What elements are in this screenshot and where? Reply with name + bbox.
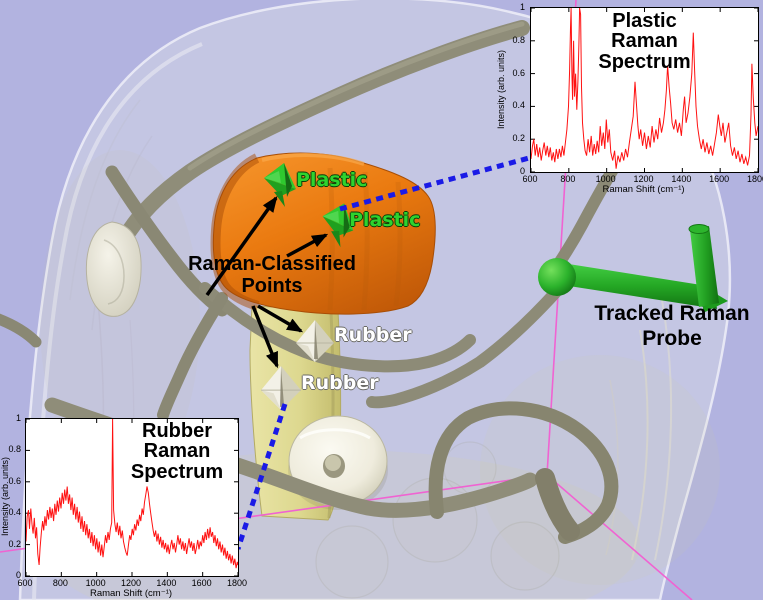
y-tick-label: 1	[15, 413, 21, 423]
callout-line-rubber	[235, 403, 288, 550]
x-axis-label: Raman Shift (cm⁻¹)	[89, 588, 173, 599]
y-axis-ticks: 0 0.2 0.4 0.6 0.8 1	[500, 2, 527, 176]
tracked-probe-label: Tracked Raman Probe	[594, 302, 750, 350]
plot-area: Rubber Raman Spectrum	[25, 418, 239, 577]
plot-area: Plastic Raman Spectrum	[530, 7, 759, 173]
y-tick-label: 0.6	[512, 67, 525, 78]
y-axis-ticks: 0 0.2 0.4 0.6 0.8 1	[4, 413, 23, 580]
plastic-point-label-1: Plastic	[296, 169, 368, 191]
classified-points-label: Raman-Classified Points	[188, 253, 356, 298]
spectrum-plot	[531, 8, 758, 172]
ear-structure	[85, 221, 142, 317]
spectrum-curve	[26, 419, 238, 569]
vessel-left-descender	[157, 292, 228, 421]
x-axis-ticks: 600 800 1000 1200 1400 1600 1800	[522, 172, 763, 184]
x-tick-label: 1400	[671, 174, 692, 184]
rubber-point-label-2: Rubber	[301, 372, 379, 394]
x-tick-label: 1200	[120, 578, 142, 588]
x-axis-label: Raman Shift (cm⁻¹)	[602, 184, 685, 195]
y-tick-label: 0.8	[8, 444, 21, 455]
x-tick-label: 600	[17, 578, 33, 588]
y-tick-label: 0	[519, 166, 525, 176]
spectrum-curve	[531, 8, 758, 169]
y-tick-label: 1	[519, 2, 525, 12]
x-tick-label: 1600	[709, 174, 730, 184]
vessel-posterior-arc	[428, 401, 619, 544]
probe-shaft	[556, 262, 717, 309]
plastic-point-label-2: Plastic	[349, 209, 421, 231]
raman-probe	[538, 224, 728, 313]
chart-title: Plastic Raman Spectrum	[598, 10, 691, 73]
y-tick-label: 0.8	[512, 34, 525, 45]
x-axis-ticks: 600 800 1000 1200 1400 1600 1800	[17, 576, 247, 588]
x-tick-label: 800	[560, 174, 576, 184]
x-tick-label: 1000	[595, 174, 616, 184]
vessel-superior-arc	[114, 20, 530, 250]
x-tick-label: 800	[52, 578, 68, 588]
arrow-to-plastic-1	[205, 196, 278, 297]
vessel-left-stub	[0, 313, 42, 348]
arrow-to-plastic-2	[286, 233, 329, 258]
y-tick-label: 0.6	[8, 475, 21, 486]
spectrum-plot	[26, 419, 238, 576]
y-tick-label: 0.4	[8, 507, 21, 518]
phantom-cylinder-orange	[210, 152, 436, 315]
x-tick-label: 1400	[156, 578, 177, 588]
callout-line-plastic	[339, 155, 530, 212]
x-tick-label: 1600	[191, 578, 212, 588]
vessel-right-lower	[366, 286, 562, 409]
arrow-to-rubber-2	[251, 305, 279, 369]
probe-sphere	[538, 258, 576, 296]
chart-title: Rubber Raman Spectrum	[130, 420, 224, 483]
y-tick-label: 0	[15, 570, 21, 580]
x-tick-label: 1200	[633, 174, 654, 184]
x-tick-label: 1800	[746, 174, 763, 184]
probe-upper-arm	[690, 226, 719, 307]
vessel-mid	[199, 282, 476, 373]
x-tick-label: 600	[522, 174, 538, 184]
annotation-arrows	[205, 196, 329, 369]
x-tick-label: 1000	[85, 578, 106, 588]
y-tick-label: 0.2	[8, 538, 21, 549]
rubber-point-label-1: Rubber	[334, 324, 412, 346]
y-tick-label: 0.4	[512, 100, 525, 111]
x-tick-label: 1800	[226, 578, 248, 588]
y-tick-label: 0.2	[512, 133, 525, 144]
arrow-to-rubber-1	[257, 304, 304, 333]
